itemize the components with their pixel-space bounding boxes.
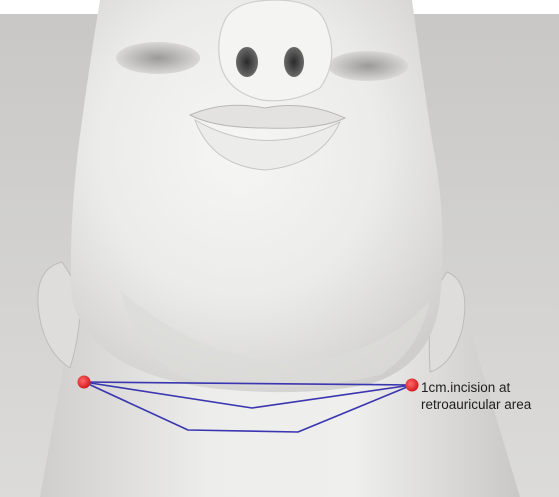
incision-annotation: 1cm.incision at retroauricular area <box>421 379 531 413</box>
incision-point-left-icon <box>78 376 91 389</box>
nose <box>219 0 332 101</box>
right-nostril <box>284 47 304 77</box>
right-eye <box>328 51 408 81</box>
left-eye <box>116 42 200 74</box>
incision-point-right-icon <box>406 379 419 392</box>
left-nostril <box>236 47 258 77</box>
annotation-line-1: 1cm.incision at <box>421 379 531 396</box>
annotation-line-2: retroauricular area <box>421 396 531 413</box>
